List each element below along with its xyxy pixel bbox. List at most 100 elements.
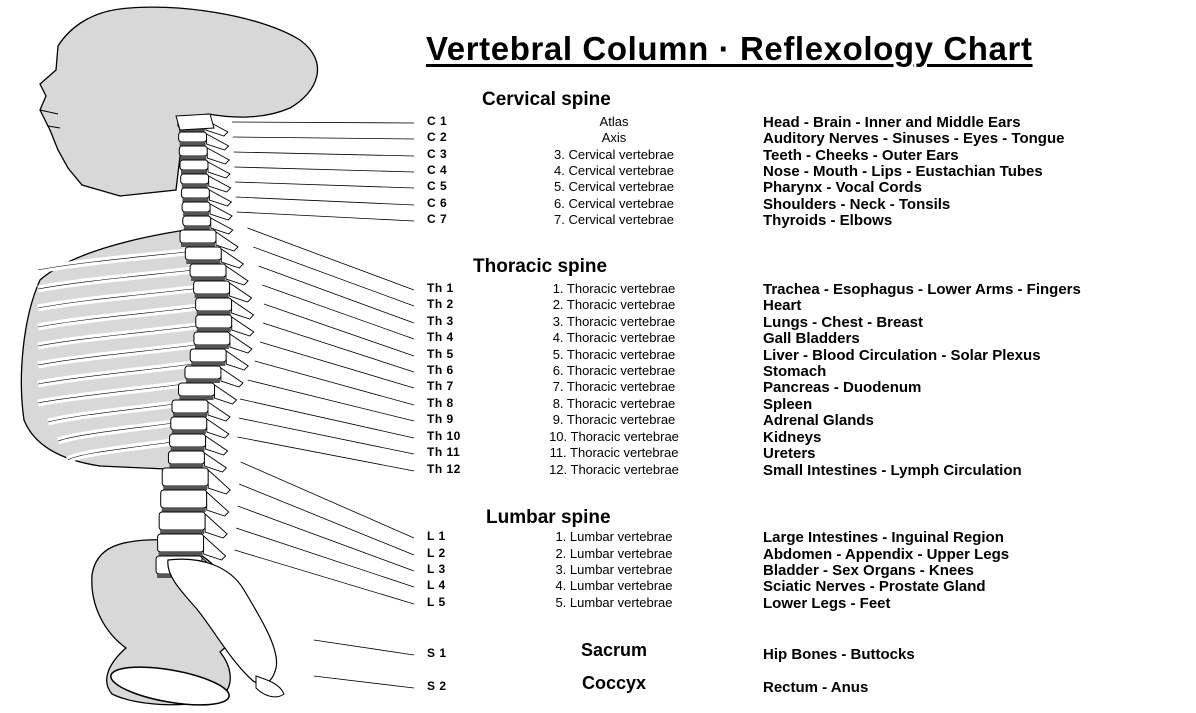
vertebra-code: S 1 [427, 646, 447, 660]
vertebra-name: 10. Thoracic vertebrae [498, 429, 730, 444]
vertebra-row: L 5 5. Lumbar vertebrae Lower Legs - Feet [0, 595, 1196, 612]
vertebra-code: L 5 [427, 595, 446, 609]
vertebra-row: C 3 3. Cervical vertebrae Teeth - Cheeks -… [0, 147, 1196, 164]
organ-list: Small Intestines - Lymph Circulation [763, 462, 1022, 479]
section-heading-cervical: Cervical spine [482, 89, 611, 111]
intervertebral-disc [162, 508, 206, 512]
vertebra-code: C 7 [427, 212, 447, 226]
organ-list: Stomach [763, 363, 826, 380]
organ-list: Lower Legs - Feet [763, 595, 891, 612]
vertebra-row: L 44. Lumbar vertebraeSciatic Nerves - P… [0, 578, 1196, 595]
organ-list: Kidneys [763, 429, 821, 446]
vertebra-name: 11. Thoracic vertebrae [498, 445, 730, 460]
vertebra-row: L 2 2. Lumbar vertebrae Abdomen - Appendix… [0, 546, 1196, 563]
vertebra-code: Th 9 [427, 412, 454, 426]
organ-list: Teeth - Cheeks - Outer Ears [763, 147, 959, 164]
vertebra-name: Atlas [498, 114, 730, 129]
vertebra-code: C 4 [427, 163, 447, 177]
vertebra-code: L 4 [427, 578, 446, 592]
organ-list: Pancreas - Duodenum [763, 379, 921, 396]
vertebra-name: 8. Thoracic vertebrae [498, 396, 730, 411]
vertebra-code: Th 10 [427, 429, 461, 443]
vertebra-name: 3. Thoracic vertebrae [498, 314, 730, 329]
vertebra-name: 6. Thoracic vertebrae [498, 363, 730, 378]
vertebra-row: Th 7 7. Thoracic vertebrae Pancreas - Duod… [0, 379, 1196, 396]
organ-list: Auditory Nerves - Sinuses - Eyes - Tongu… [763, 130, 1064, 147]
organ-list: Heart [763, 297, 801, 314]
organ-list: Head - Brain - Inner and Middle Ears [763, 114, 1021, 131]
vertebra-code: Th 2 [427, 297, 454, 311]
organ-list: Shoulders - Neck - Tonsils [763, 196, 950, 213]
vertebra-code: Th 5 [427, 347, 454, 361]
vertebra-code: C 3 [427, 147, 447, 161]
vertebra-name: 5. Lumbar vertebrae [498, 595, 730, 610]
vertebra-name: 12. Thoracic vertebrae [498, 462, 730, 477]
vertebra-row: Th 8 8. Thoracic vertebrae Spleen [0, 396, 1196, 413]
vertebra-code: Th 4 [427, 330, 454, 344]
vertebra-code: Th 11 [427, 445, 460, 459]
vertebra-name: 1. Thoracic vertebrae [498, 281, 730, 296]
vertebra-name: 3. Lumbar vertebrae [498, 562, 730, 577]
vertebra-code: Th 6 [427, 363, 454, 377]
vertebra-row: C 1 Atlas Head - Brain - Inner and Middle … [0, 114, 1196, 131]
vertebra-body [190, 264, 226, 277]
vertebra-name: 5. Cervical vertebrae [498, 179, 730, 194]
vertebra-code: C 2 [427, 130, 447, 144]
vertebra-row: S 1SacrumHip Bones - Buttocks [0, 646, 1196, 663]
organ-list: Large Intestines - Inguinal Region [763, 529, 1004, 546]
vertebra-name: 3. Cervical vertebrae [498, 147, 730, 162]
vertebra-row: C 4 4. Cervical vertebrae Nose - Mouth - L… [0, 163, 1196, 180]
vertebra-name: Axis [498, 130, 730, 145]
vertebra-code: S 2 [427, 679, 447, 693]
organ-list: Adrenal Glands [763, 412, 874, 429]
vertebra-name: 1. Lumbar vertebrae [498, 529, 730, 544]
vertebra-name: Sacrum [498, 640, 730, 661]
organ-list: Abdomen - Appendix - Upper Legs [763, 546, 1009, 563]
vertebra-row: L 3 3. Lumbar vertebrae Bladder - Sex Orga… [0, 562, 1196, 579]
vertebra-body [159, 512, 205, 530]
intervertebral-disc [181, 243, 215, 247]
vertebra-name: 7. Thoracic vertebrae [498, 379, 730, 394]
page-title: Vertebral Column · Reflexology Chart [426, 30, 1033, 68]
vertebra-row: Th 10 10. Thoracic vertebrae Kidneys [0, 429, 1196, 446]
vertebra-row: Th 55. Thoracic vertebraeLiver - Blood C… [0, 347, 1196, 364]
vertebra-code: Th 8 [427, 396, 454, 410]
vertebra-row: C 2 Axis Auditory Nerves - Sinuses - Eyes … [0, 130, 1196, 147]
vertebra-row: C 66. Cervical vertebraeShoulders - Neck… [0, 196, 1196, 213]
section-heading-lumbar: Lumbar spine [486, 507, 611, 529]
vertebra-name: Coccyx [498, 673, 730, 694]
organ-list: Trachea - Esophagus - Lower Arms - Finge… [763, 281, 1081, 298]
vertebra-row: C 55. Cervical vertebraePharynx - Vocal … [0, 179, 1196, 196]
vertebra-code: C 1 [427, 114, 447, 128]
vertebra-name: 2. Lumbar vertebrae [498, 546, 730, 561]
vertebra-code: L 3 [427, 562, 446, 576]
organ-list: Bladder - Sex Organs - Knees [763, 562, 974, 579]
vertebra-code: Th 7 [427, 379, 454, 393]
vertebra-row: C 7 7. Cervical vertebrae Thyroids - Elbow… [0, 212, 1196, 229]
vertebra-code: C 6 [427, 196, 447, 210]
vertebra-code: L 1 [427, 529, 446, 543]
section-heading-thoracic: Thoracic spine [473, 256, 607, 278]
organ-list: Hip Bones - Buttocks [763, 646, 915, 663]
vertebra-row: Th 12 12. Thoracic vertebrae Small Intesti… [0, 462, 1196, 479]
vertebra-body [185, 247, 221, 260]
organ-list: Thyroids - Elbows [763, 212, 892, 229]
vertebra-code: Th 12 [427, 462, 461, 476]
vertebra-code: Th 1 [427, 281, 454, 295]
organ-list: Lungs - Chest - Breast [763, 314, 923, 331]
vertebra-row: Th 99. Thoracic vertebraeAdrenal Glands [0, 412, 1196, 429]
vertebra-name: 7. Cervical vertebrae [498, 212, 730, 227]
vertebra-name: 4. Cervical vertebrae [498, 163, 730, 178]
organ-list: Spleen [763, 396, 812, 413]
spinous-process [207, 492, 229, 516]
organ-list: Gall Bladders [763, 330, 860, 347]
vertebra-code: L 2 [427, 546, 446, 560]
organ-list: Liver - Blood Circulation - Solar Plexus [763, 347, 1041, 364]
organ-list: Nose - Mouth - Lips - Eustachian Tubes [763, 163, 1043, 180]
organ-list: Pharynx - Vocal Cords [763, 179, 922, 196]
vertebra-name: 4. Lumbar vertebrae [498, 578, 730, 593]
vertebra-row: L 1 1. Lumbar vertebrae Large Intestines -… [0, 529, 1196, 546]
